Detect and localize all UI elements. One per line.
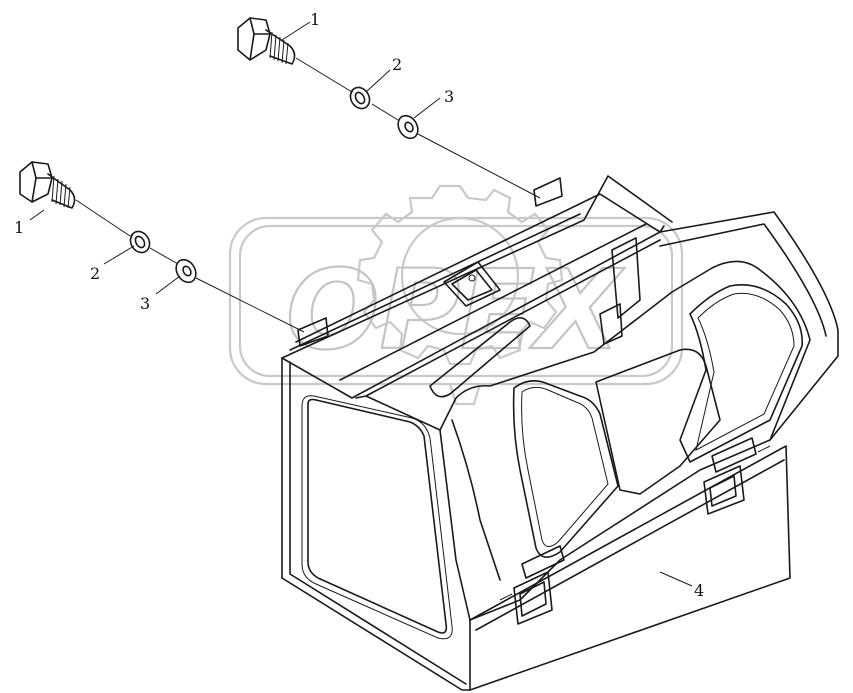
tool-box-icon — [281, 175, 839, 691]
leader-lines — [29, 21, 693, 587]
spring-washer-icon — [129, 230, 151, 254]
callout-3-upper: 3 — [444, 87, 454, 106]
flat-washer-icon — [175, 258, 197, 284]
callout-2-lower: 2 — [90, 264, 100, 283]
spring-washer-icon — [349, 86, 371, 110]
hex-bolt-icon — [237, 17, 296, 65]
callout-1-upper: 1 — [310, 10, 320, 29]
watermark-logo: OPEX — [228, 184, 684, 406]
callout-3-lower: 3 — [140, 294, 150, 313]
flat-washer-icon — [397, 114, 419, 140]
callout-4: 4 — [694, 581, 704, 600]
hex-bolt-icon — [19, 161, 76, 209]
callout-2-upper: 2 — [392, 55, 402, 74]
assembly-lines — [75, 57, 541, 333]
callout-1-lower: 1 — [14, 218, 24, 237]
watermark-text: OPEX — [286, 246, 625, 374]
